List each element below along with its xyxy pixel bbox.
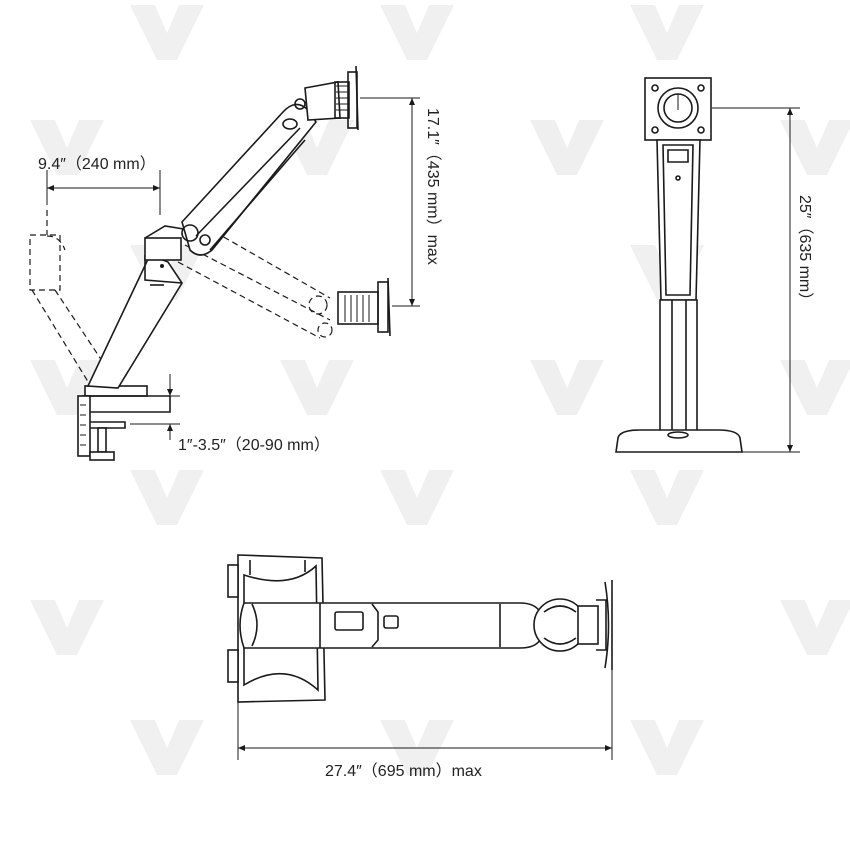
clamp-range-label: 1″-3.5″（20-90 mm） [178,436,330,454]
monitor-head-lowered [337,277,391,337]
extension-dimension: 27.4″（695 mm）max [237,670,613,780]
monitor-head-raised [304,65,359,131]
front-view: 25″（635 mm） [615,77,814,453]
height-range-dimension: 17.1″（435 mm）max [360,97,442,307]
front-pole [659,299,698,439]
height-range-label: 17.1″（435 mm）max [424,108,442,265]
offset-label: 9.4″（240 mm） [38,155,156,173]
tilt-joint [533,580,613,670]
ghost-arm-lowered [29,210,333,386]
front-base [615,429,743,453]
upper-arm [181,98,317,256]
front-arm-column [656,139,701,301]
top-view: 27.4″（695 mm）max [227,554,613,780]
offset-dimension: 9.4″（240 mm） [38,155,161,215]
side-view: 9.4″（240 mm） 17.1″（435 mm）max 1″-3.5″（20… [29,65,442,461]
desk-clamp [77,385,171,461]
vesa-plate [644,77,712,141]
pole-height-dimension: 25″（635 mm） [712,107,814,453]
pole-height-label: 25″（635 mm） [796,195,814,308]
extension-label: 27.4″（695 mm）max [325,762,482,780]
arm-body [239,602,541,649]
lower-arm [86,225,191,389]
clamp-range-dimension: 1″-3.5″（20-90 mm） [130,374,330,454]
